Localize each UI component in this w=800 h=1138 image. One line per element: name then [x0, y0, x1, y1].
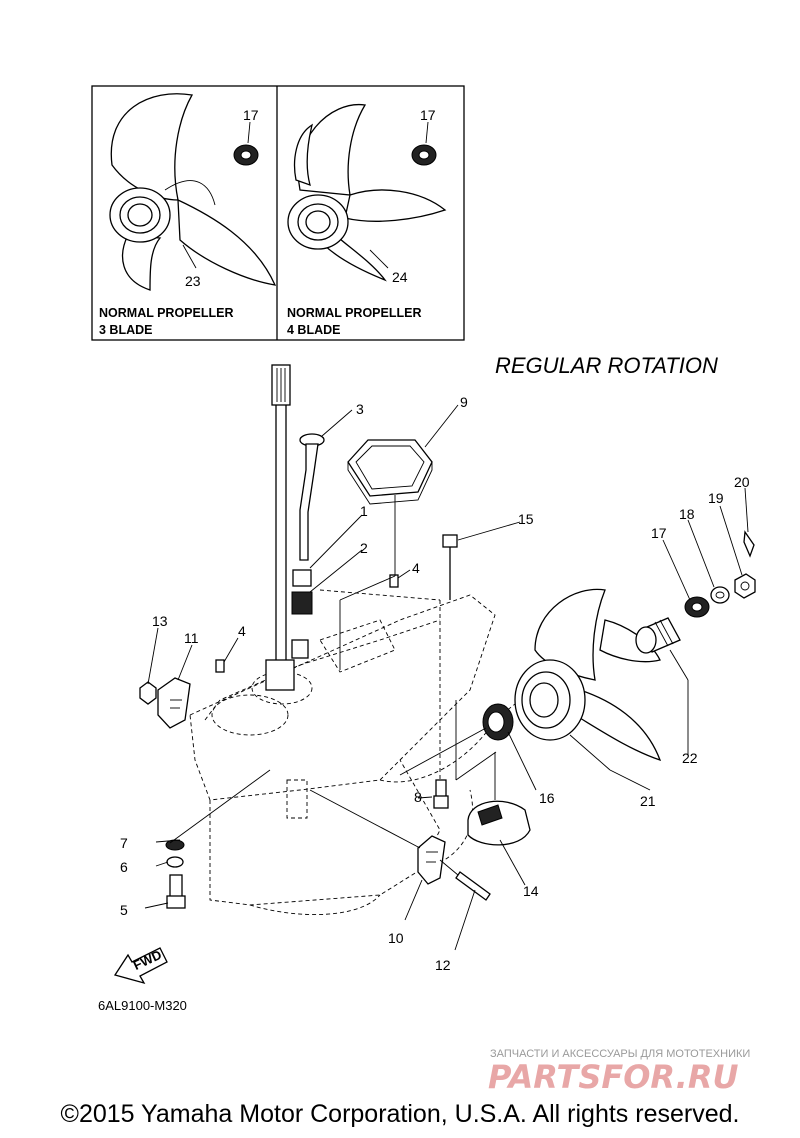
grommet — [292, 569, 312, 587]
callout-9: 9 — [460, 394, 468, 410]
callout-5: 5 — [120, 902, 128, 918]
inset-label-4-blade-line1: NORMAL PROPELLER — [287, 306, 422, 320]
callout-10: 10 — [388, 930, 404, 946]
callout-8: 8 — [414, 789, 422, 805]
copyright-notice: ©2015 Yamaha Motor Corporation, U.S.A. A… — [60, 1100, 740, 1128]
spline-washer-17-icon — [684, 596, 710, 618]
lower-case-housing — [189, 594, 521, 916]
water-tube — [299, 433, 325, 561]
spline-washer-icon-right — [411, 121, 437, 166]
leader-lines — [144, 404, 749, 951]
callout-17: 17 — [651, 525, 667, 541]
inset-label-3-blade-line2: 3 BLADE — [99, 323, 152, 337]
callout-7: 7 — [120, 835, 128, 851]
bolt-8-icon — [433, 600, 449, 809]
four-blade-propeller-icon — [287, 104, 447, 282]
anode-10-icon — [417, 835, 446, 885]
callout-16: 16 — [539, 790, 555, 806]
anode-cover-icon — [467, 800, 531, 846]
callout-4-upper: 4 — [412, 560, 420, 576]
propeller-inset-box — [91, 85, 465, 341]
callout-1: 1 — [360, 503, 368, 519]
dowel-pin-lower — [215, 659, 225, 673]
callout-3: 3 — [356, 401, 364, 417]
anode-block-icon — [157, 677, 191, 729]
callout-21: 21 — [640, 793, 656, 809]
callout-4-lower: 4 — [238, 623, 246, 639]
water-tube-seal — [291, 591, 313, 615]
bolt-15-icon — [442, 534, 458, 600]
callout-12: 12 — [435, 957, 451, 973]
callout-18: 18 — [679, 506, 695, 522]
cotter-pin-20-icon — [743, 530, 755, 558]
watermark-logo: PARTSFOR.RU — [488, 1058, 738, 1096]
three-blade-propeller-icon — [109, 93, 277, 291]
callout-17-left: 17 — [243, 107, 259, 123]
fwd-arrow-icon: FWD — [113, 947, 168, 985]
callout-14: 14 — [523, 883, 539, 899]
gasket-icon — [347, 439, 433, 505]
callout-6: 6 — [120, 859, 128, 875]
callout-24: 24 — [392, 269, 408, 285]
bolt-5-icon — [166, 874, 186, 909]
spline-spacer-icon — [635, 617, 681, 654]
thrust-washer-icon — [482, 703, 514, 741]
propeller-main-icon — [514, 588, 662, 762]
drawing-code: 6AL9100-M320 — [98, 998, 187, 1013]
nut-19-icon — [734, 573, 756, 599]
callout-15: 15 — [518, 511, 534, 527]
drive-shaft — [265, 364, 295, 691]
callout-20: 20 — [734, 474, 750, 490]
dowel-pin-upper — [389, 574, 399, 588]
callout-2: 2 — [360, 540, 368, 556]
watermark-tagline: ЗАПЧАСТИ И АКСЕССУАРЫ ДЛЯ МОТОТЕХНИКИ — [490, 1048, 750, 1060]
inset-label-4-blade-line2: 4 BLADE — [287, 323, 340, 337]
callout-17-right: 17 — [420, 107, 436, 123]
callout-23: 23 — [185, 273, 201, 289]
washer-18-icon — [710, 586, 730, 604]
inset-label-3-blade-line1: NORMAL PROPELLER — [99, 306, 234, 320]
rotation-title: REGULAR ROTATION — [495, 353, 718, 378]
washer-7-icon — [165, 839, 185, 851]
washer-6-icon — [166, 856, 184, 868]
bolt-12-icon — [439, 859, 491, 901]
callout-11: 11 — [184, 630, 199, 646]
callout-22: 22 — [682, 750, 698, 766]
callout-19: 19 — [708, 490, 724, 506]
nut-icon — [139, 681, 157, 705]
callout-13: 13 — [152, 613, 168, 629]
spline-washer-icon — [233, 121, 259, 166]
seal-on-case — [291, 639, 309, 659]
